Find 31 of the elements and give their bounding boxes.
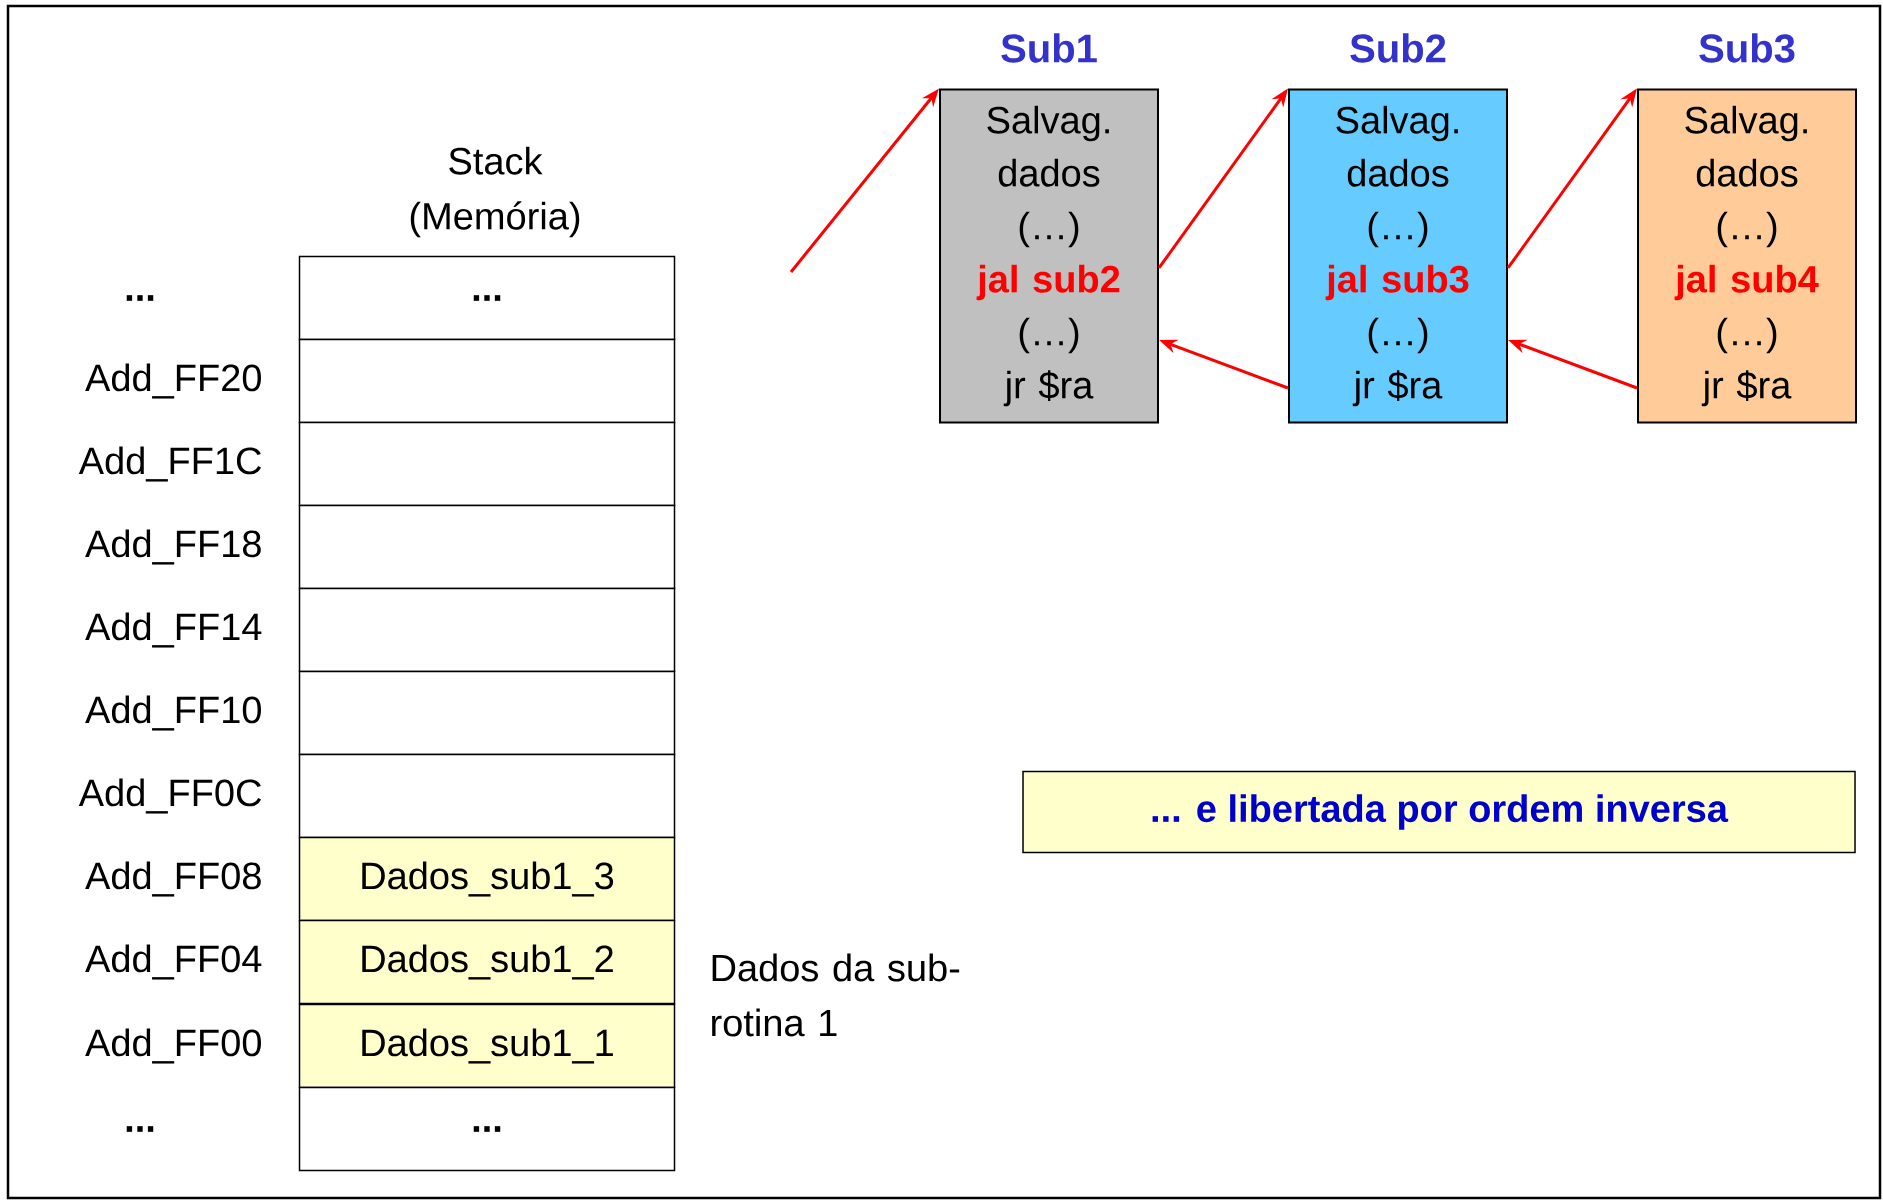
address-label: Add_FF10 [85,695,261,731]
address-label: Add_FF14 [85,612,262,648]
heading: Sub3 [1699,33,1795,63]
heading: Sub2 [1350,33,1446,63]
data-label: Dados da sub-rotina 1 [712,953,960,1037]
memory-cell [298,753,676,839]
memory-cell [298,338,676,424]
address-label: Add_FF20 [85,363,261,399]
memory-cell [298,421,676,507]
memory-cell [298,587,676,673]
address-label: Add_FF04 [85,944,262,980]
heading: Sub1 [1001,33,1097,63]
memory-cell: ... [298,1086,676,1172]
subroutine-box: Sub2 Salvag. dados (…) jal sub3 (…) jr $ra [1288,33,1508,424]
address-label: Add_FF1C [78,446,261,482]
address-label: Add_FF00 [85,1028,261,1064]
subroutine-box: Sub1 Salvag. dados (…) jal sub2 (…) jr $ra [939,33,1159,424]
subroutine-box: Sub3 Salvag. dados (…) jal sub4 (…) jr $ra [1637,33,1857,424]
address-label: Add_FF0C [78,778,261,814]
address-label: Add_FF18 [85,529,261,565]
stack-title: Stack (Memória) [410,146,580,238]
note-box: ... e libertada por ordem inversa [1022,770,1856,854]
memory-cell [298,504,676,590]
memory-cell: Dados_sub1_3 [298,836,676,922]
memory-cell: ... [298,255,676,341]
memory-cell: Dados_sub1_1 [298,1003,676,1089]
address-label: Add_FF08 [85,861,261,897]
memory-cell: Dados_sub1_2 [298,919,676,1005]
address-label: ... [126,295,154,301]
address-label: ... [126,1126,154,1132]
memory-cell [298,670,676,756]
